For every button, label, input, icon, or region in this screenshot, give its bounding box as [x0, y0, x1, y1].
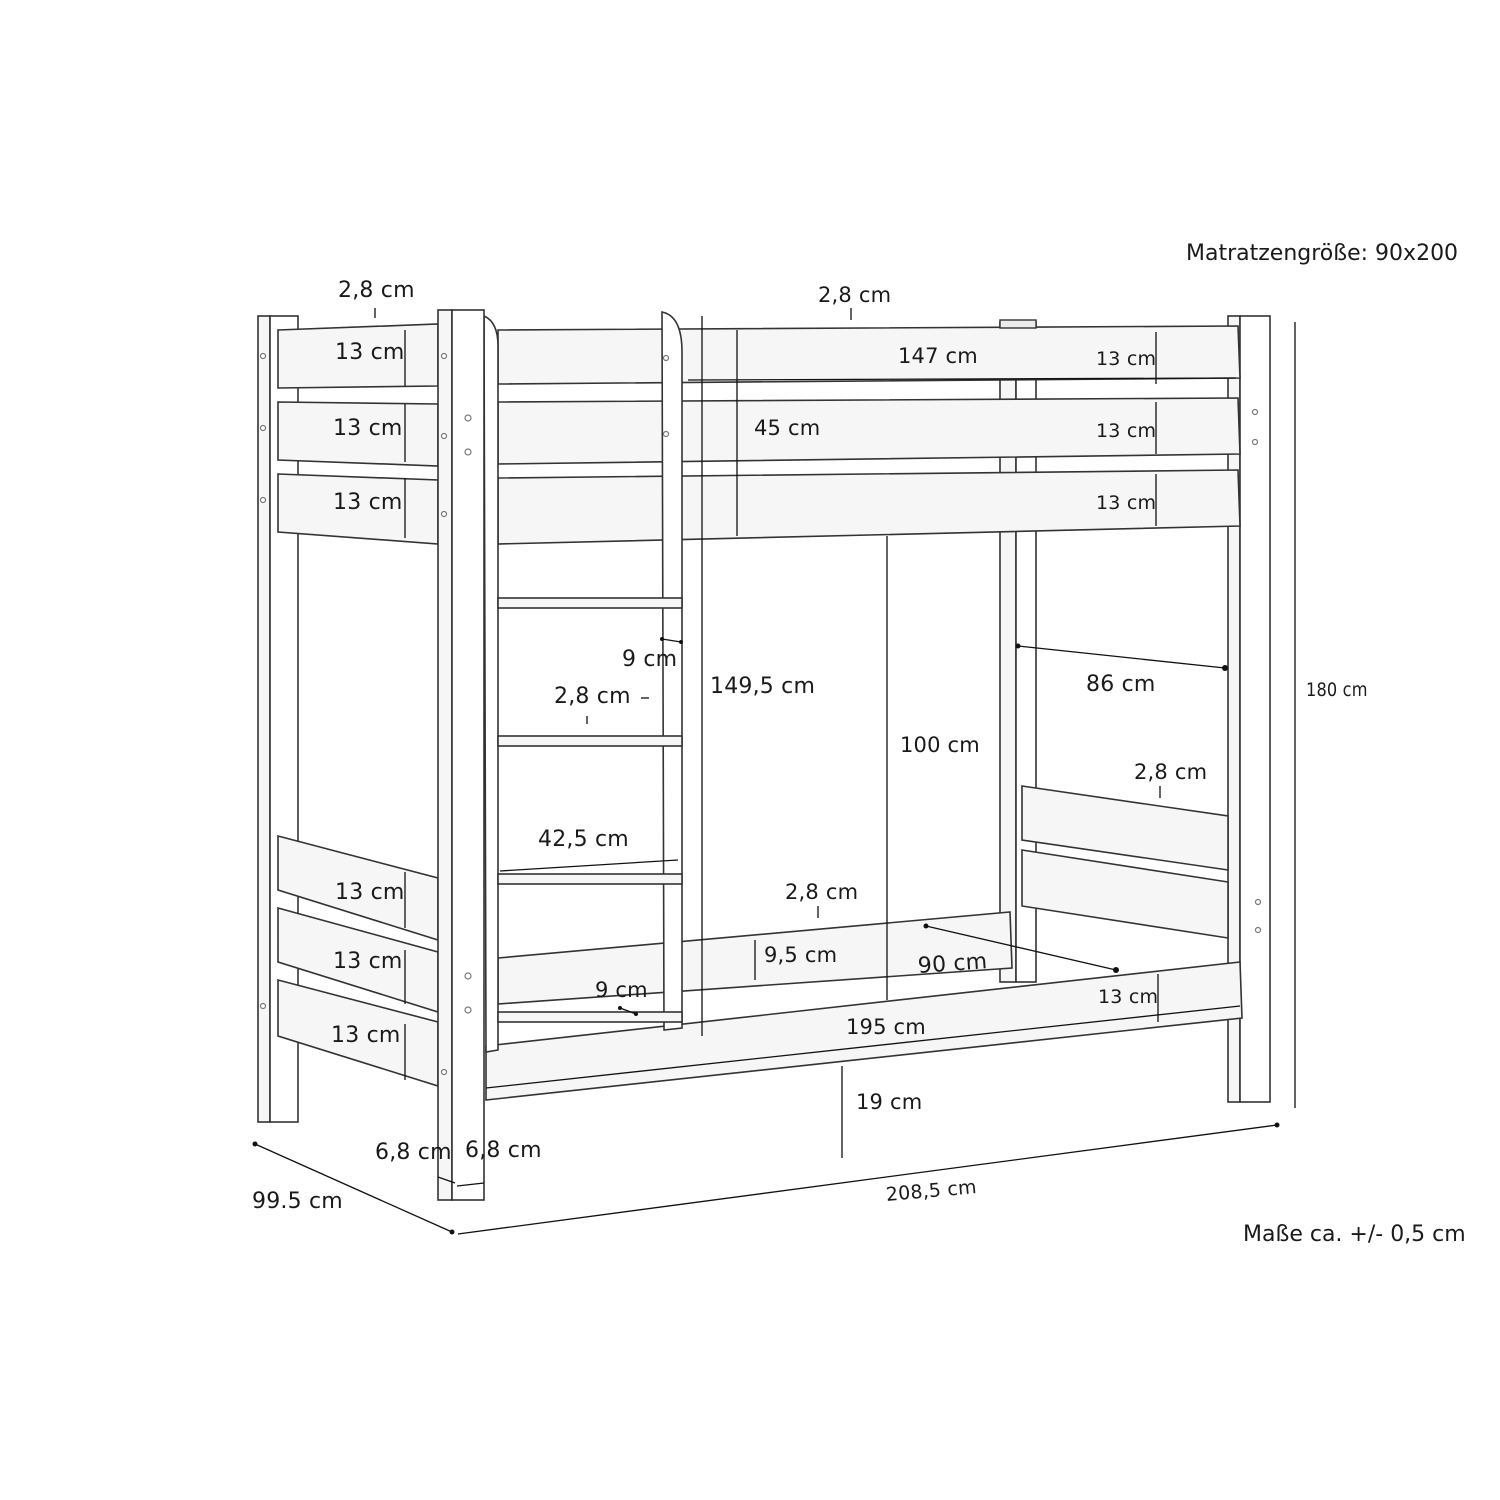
dimension-lines — [254, 308, 1296, 1235]
label-lower-inner-length: 195 cm — [846, 1015, 926, 1039]
tolerance-note: Maße ca. +/- 0,5 cm — [1243, 1222, 1466, 1247]
label-bottom-left-rail-1: 13 cm — [335, 880, 405, 905]
label-floor-clearance: 19 cm — [856, 1090, 923, 1114]
label-bottom-left-rail-2: 13 cm — [333, 949, 403, 974]
label-ladder-rung-thickness: 2,8 cm — [554, 684, 631, 709]
label-top-left-rail-1: 13 cm — [335, 340, 405, 365]
label-lower-back-rail-thickness: 2,8 cm — [785, 880, 859, 904]
label-guard-height: 45 cm — [754, 416, 821, 440]
label-lower-clearance: 100 cm — [900, 733, 980, 757]
label-ladder-height: 149,5 cm — [710, 674, 816, 699]
label-ladder-rung-depth: 9 cm — [622, 647, 678, 672]
right-lower-rails — [1021, 785, 1229, 939]
label-top-left-rail-3: 13 cm — [333, 490, 403, 515]
label-total-height: 180 cm — [1306, 679, 1368, 701]
ladder — [483, 311, 683, 1053]
label-top-inner-length: 147 cm — [898, 344, 978, 368]
dimension-dots — [252, 637, 1280, 1235]
left-lower-rails — [277, 834, 439, 1088]
label-top-right-rail-3: 13 cm — [1096, 492, 1157, 514]
label-top-right-rail-2: 13 cm — [1096, 420, 1157, 442]
label-top-left-rail-2: 13 cm — [333, 416, 403, 441]
label-bottom-left-rail-3: 13 cm — [331, 1023, 401, 1048]
label-top-right-rail-1: 13 cm — [1096, 348, 1157, 370]
label-ladder-width: 42,5 cm — [538, 827, 629, 852]
label-total-width: 99.5 cm — [252, 1189, 343, 1214]
label-top-left-rail-thickness: 2,8 cm — [338, 278, 415, 303]
label-inner-width-upper: 86 cm — [1086, 672, 1156, 697]
upper-side-rails — [497, 319, 1241, 545]
label-foot-rail-thickness: 2,8 cm — [1134, 760, 1208, 784]
label-post-width-a: 6,8 cm — [375, 1140, 452, 1165]
label-lower-inner-width: 90 cm — [917, 949, 989, 979]
label-lower-back-rail-height: 9,5 cm — [764, 943, 838, 967]
label-ladder-bottom-rung-depth: 9 cm — [595, 978, 648, 1002]
lower-front-rail — [485, 961, 1243, 1101]
label-top-side-rail-thickness: 2,8 cm — [818, 283, 892, 307]
mattress-size-note: Matratzengröße: 90x200 — [1186, 241, 1459, 266]
screw-dots — [259, 352, 1262, 1076]
front-left-post — [437, 309, 485, 1201]
label-post-width-b: 6,8 cm — [465, 1138, 542, 1163]
label-lower-front-rail-height: 13 cm — [1098, 986, 1159, 1008]
